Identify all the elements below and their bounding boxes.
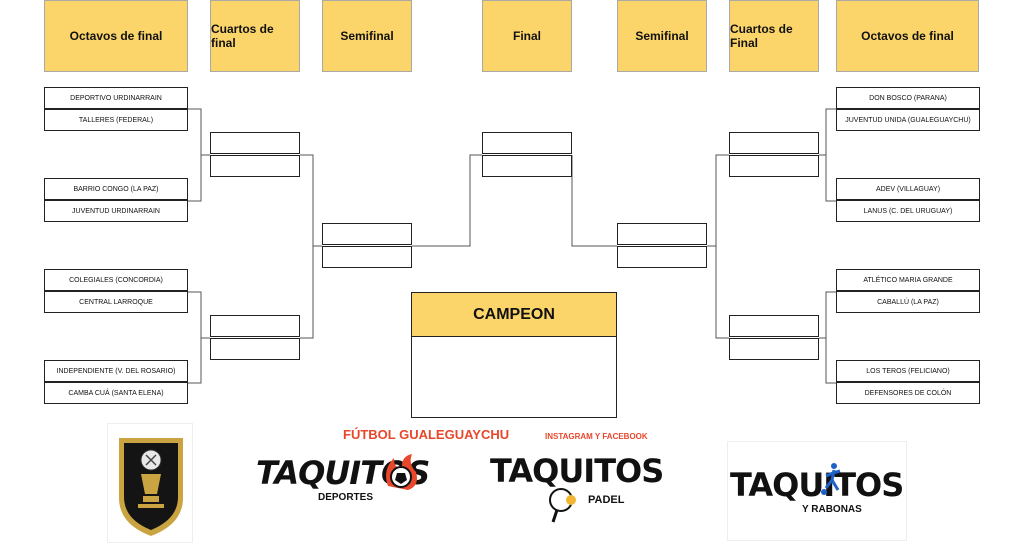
team-slot-right-6: CABALLÚ (LA PAZ) xyxy=(836,291,980,313)
header-right-semifinal: Semifinal xyxy=(617,0,707,72)
final-slot-b xyxy=(482,155,572,177)
team-slot-right-3: ADEV (VILLAGUAY) xyxy=(836,178,980,200)
flaming-ball-icon xyxy=(386,454,417,490)
taquitos-rabonas-wordmark: TAQUITOS xyxy=(730,466,904,504)
qf-slot-left-1a xyxy=(210,132,300,154)
team-slot-right-8: DEFENSORES DE COLÓN xyxy=(836,382,980,404)
team-slot-right-7: LOS TEROS (FELICIANO) xyxy=(836,360,980,382)
header-right-quarterfinal: Cuartos de Final xyxy=(729,0,819,72)
qf-slot-right-1a xyxy=(729,132,819,154)
team-slot-right-1: DON BOSCO (PARANA) xyxy=(836,87,980,109)
taquitos-rabonas-logo: TAQUITOS Y RABONAS xyxy=(727,441,907,541)
taquitos-deportes-subtitle: DEPORTES xyxy=(318,492,374,503)
header-final: Final xyxy=(482,0,572,72)
team-slot-left-4: JUVENTUD URDINARRAIN xyxy=(44,200,188,222)
final-slot-a xyxy=(482,132,572,154)
sf-slot-left-a xyxy=(322,223,412,245)
taquitos-rabonas-subtitle: Y RABONAS xyxy=(802,504,862,515)
champion-box xyxy=(411,337,617,418)
qf-slot-right-2b xyxy=(729,338,819,360)
team-slot-left-6: CENTRAL LARROQUE xyxy=(44,291,188,313)
team-slot-left-7: INDEPENDIENTE (V. DEL ROSARIO) xyxy=(44,360,188,382)
taquitos-padel-logo: TAQUITOS PADEL xyxy=(490,452,675,524)
team-slot-right-2: JUVENTUD UNIDA (GUALEGUAYCHU) xyxy=(836,109,980,131)
taquitos-padel-wordmark: TAQUITOS xyxy=(490,452,664,490)
team-slot-left-2: TALLERES (FEDERAL) xyxy=(44,109,188,131)
taquitos-deportes-logo: TAQUITOS DEPORTES xyxy=(256,452,436,512)
padel-racket-icon xyxy=(549,488,576,523)
futbol-gualeguaychu-title: FÚTBOL GUALEGUAYCHU xyxy=(343,427,510,442)
sf-slot-right-b xyxy=(617,246,707,268)
sf-slot-left-b xyxy=(322,246,412,268)
shield-icon xyxy=(119,438,183,536)
team-slot-left-5: COLEGIALES (CONCORDIA) xyxy=(44,269,188,291)
team-slot-right-5: ATLÉTICO MARIA GRANDE xyxy=(836,269,980,291)
qf-slot-left-1b xyxy=(210,155,300,177)
soccer-player-icon xyxy=(821,463,841,495)
header-left-round-of-16: Octavos de final xyxy=(44,0,188,72)
qf-slot-left-2b xyxy=(210,338,300,360)
qf-slot-right-1b xyxy=(729,155,819,177)
header-left-quarterfinal: Cuartos de final xyxy=(210,0,300,72)
header-left-semifinal: Semifinal xyxy=(322,0,412,72)
taquitos-padel-subtitle: PADEL xyxy=(588,494,625,506)
team-slot-left-3: BARRIO CONGO (LA PAZ) xyxy=(44,178,188,200)
team-slot-right-4: LANUS (C. DEL URUGUAY) xyxy=(836,200,980,222)
team-slot-left-8: CAMBA CUÁ (SANTA ELENA) xyxy=(44,382,188,404)
sf-slot-right-a xyxy=(617,223,707,245)
qf-slot-left-2a xyxy=(210,315,300,337)
tournament-badge-logo xyxy=(107,423,193,543)
qf-slot-right-2a xyxy=(729,315,819,337)
team-slot-left-1: DEPORTIVO URDINARRAIN xyxy=(44,87,188,109)
header-right-round-of-16: Octavos de final xyxy=(836,0,979,72)
social-media-label: INSTAGRAM Y FACEBOOK xyxy=(545,432,648,441)
champion-header: CAMPEON xyxy=(411,292,617,337)
